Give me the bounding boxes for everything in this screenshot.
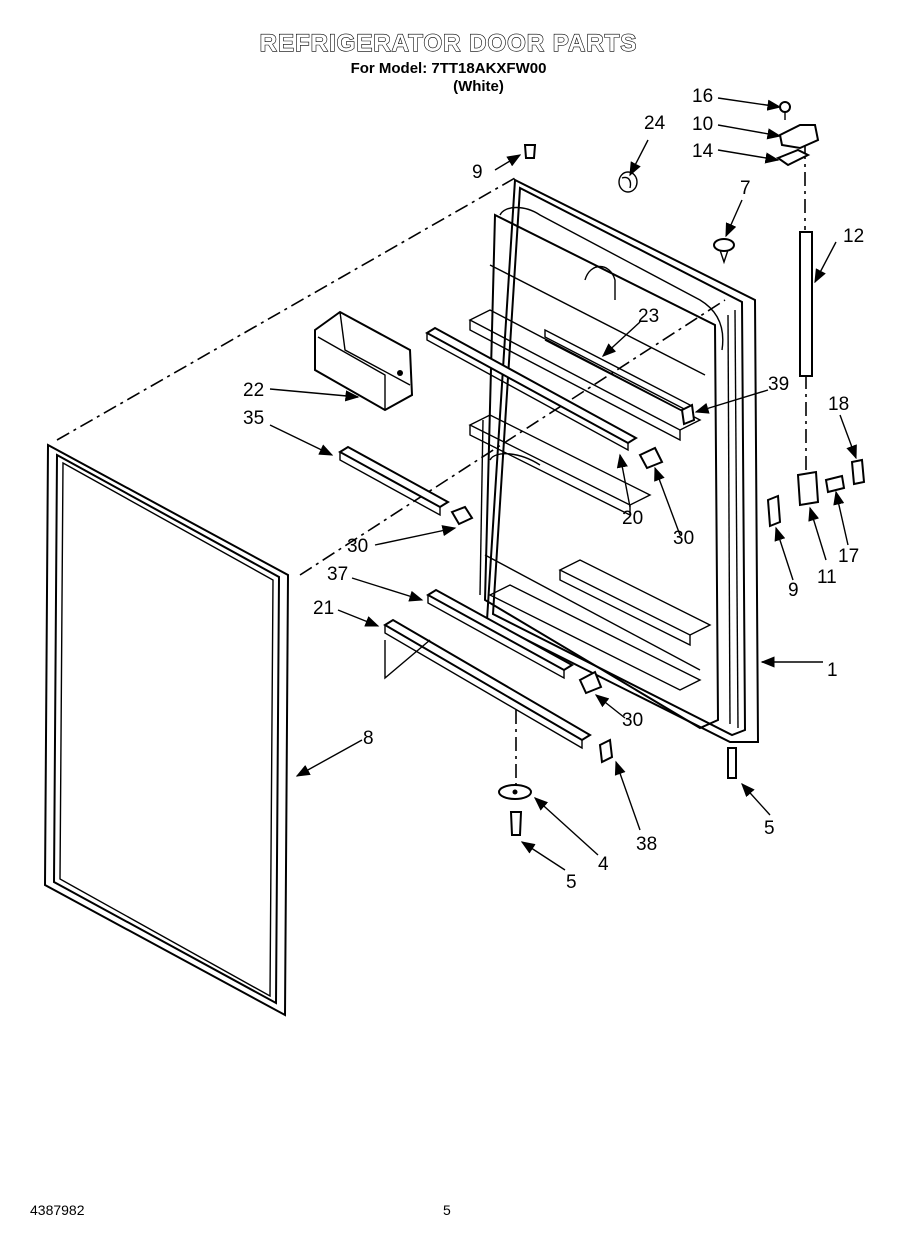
callout-12: 12 xyxy=(843,226,864,247)
callout-9: 9 xyxy=(472,162,483,183)
callout-4: 4 xyxy=(598,854,609,875)
callout-14: 14 xyxy=(692,141,714,162)
shelf-clip-part-30 xyxy=(578,670,603,695)
callout-7: 7 xyxy=(740,178,751,199)
diagram-title: REFRIGERATOR DOOR PARTS xyxy=(259,29,638,57)
callout-10: 10 xyxy=(692,114,713,135)
callout-9: 9 xyxy=(788,580,799,601)
dairy-shelf xyxy=(468,265,702,442)
shim-part-14 xyxy=(775,148,811,167)
callout-39: 39 xyxy=(768,374,789,395)
dairy-door-part-22 xyxy=(314,310,414,412)
bottom-shelf xyxy=(488,584,702,691)
hinge-pin-part-9-top xyxy=(523,144,537,159)
screw-part-5-left xyxy=(509,811,523,836)
bracket-part-9 xyxy=(766,494,782,528)
callout-16: 16 xyxy=(692,86,713,107)
hinge-part-10 xyxy=(778,124,820,150)
plug-button-part-7 xyxy=(713,238,735,265)
callout-1: 1 xyxy=(827,660,838,681)
shelf-clip-part-30 xyxy=(638,446,664,470)
callout-8: 8 xyxy=(363,728,374,749)
lower-shelf xyxy=(558,559,712,647)
callout-38: 38 xyxy=(636,834,657,855)
alignment-line xyxy=(56,177,516,441)
shelf-clip-part-30 xyxy=(450,505,474,526)
page-number: 5 xyxy=(443,1202,451,1218)
callout-5: 5 xyxy=(764,818,775,839)
cover-part-18 xyxy=(850,458,866,486)
middle-shelf xyxy=(468,414,652,517)
callout-17: 17 xyxy=(838,546,859,567)
callout-30: 30 xyxy=(622,710,643,731)
end-cap-part-39 xyxy=(680,403,696,426)
shelf-bar-part-37 xyxy=(426,588,574,680)
bushing-part-17 xyxy=(824,474,846,494)
screw-part-5-right xyxy=(727,747,737,779)
callout-18: 18 xyxy=(828,394,849,415)
hinge-part-11 xyxy=(796,470,820,507)
callout-30: 30 xyxy=(673,528,694,549)
callout-11: 11 xyxy=(817,567,837,588)
door-liner xyxy=(479,206,724,730)
callout-21: 21 xyxy=(313,598,334,619)
callout-35: 35 xyxy=(243,408,264,429)
color-line: (White) xyxy=(453,78,504,95)
trim-part-12 xyxy=(799,231,813,377)
callout-30: 30 xyxy=(347,536,368,557)
callout-23: 23 xyxy=(638,306,659,327)
callout-5: 5 xyxy=(566,872,577,893)
alignment-line xyxy=(299,299,726,576)
end-cap-part-38 xyxy=(598,738,614,764)
document-number: 4387982 xyxy=(30,1202,85,1218)
screw-part-16 xyxy=(779,101,791,120)
model-line: For Model: 7TT18AKXFW00 xyxy=(350,60,547,77)
shelf-bar-part-21 xyxy=(383,618,592,750)
callout-22: 22 xyxy=(243,380,264,401)
door-gasket-part-8 xyxy=(43,443,290,1017)
shelf-bar-part-20 xyxy=(425,326,638,452)
plug-part-24 xyxy=(618,171,638,193)
shelf-bar-part-35 xyxy=(338,445,450,517)
callout-37: 37 xyxy=(327,564,348,585)
callout-24: 24 xyxy=(644,113,666,134)
door-outer-panel-part-1 xyxy=(485,178,760,743)
hinge-plate-part-4 xyxy=(498,784,532,800)
callout-20: 20 xyxy=(622,508,643,529)
